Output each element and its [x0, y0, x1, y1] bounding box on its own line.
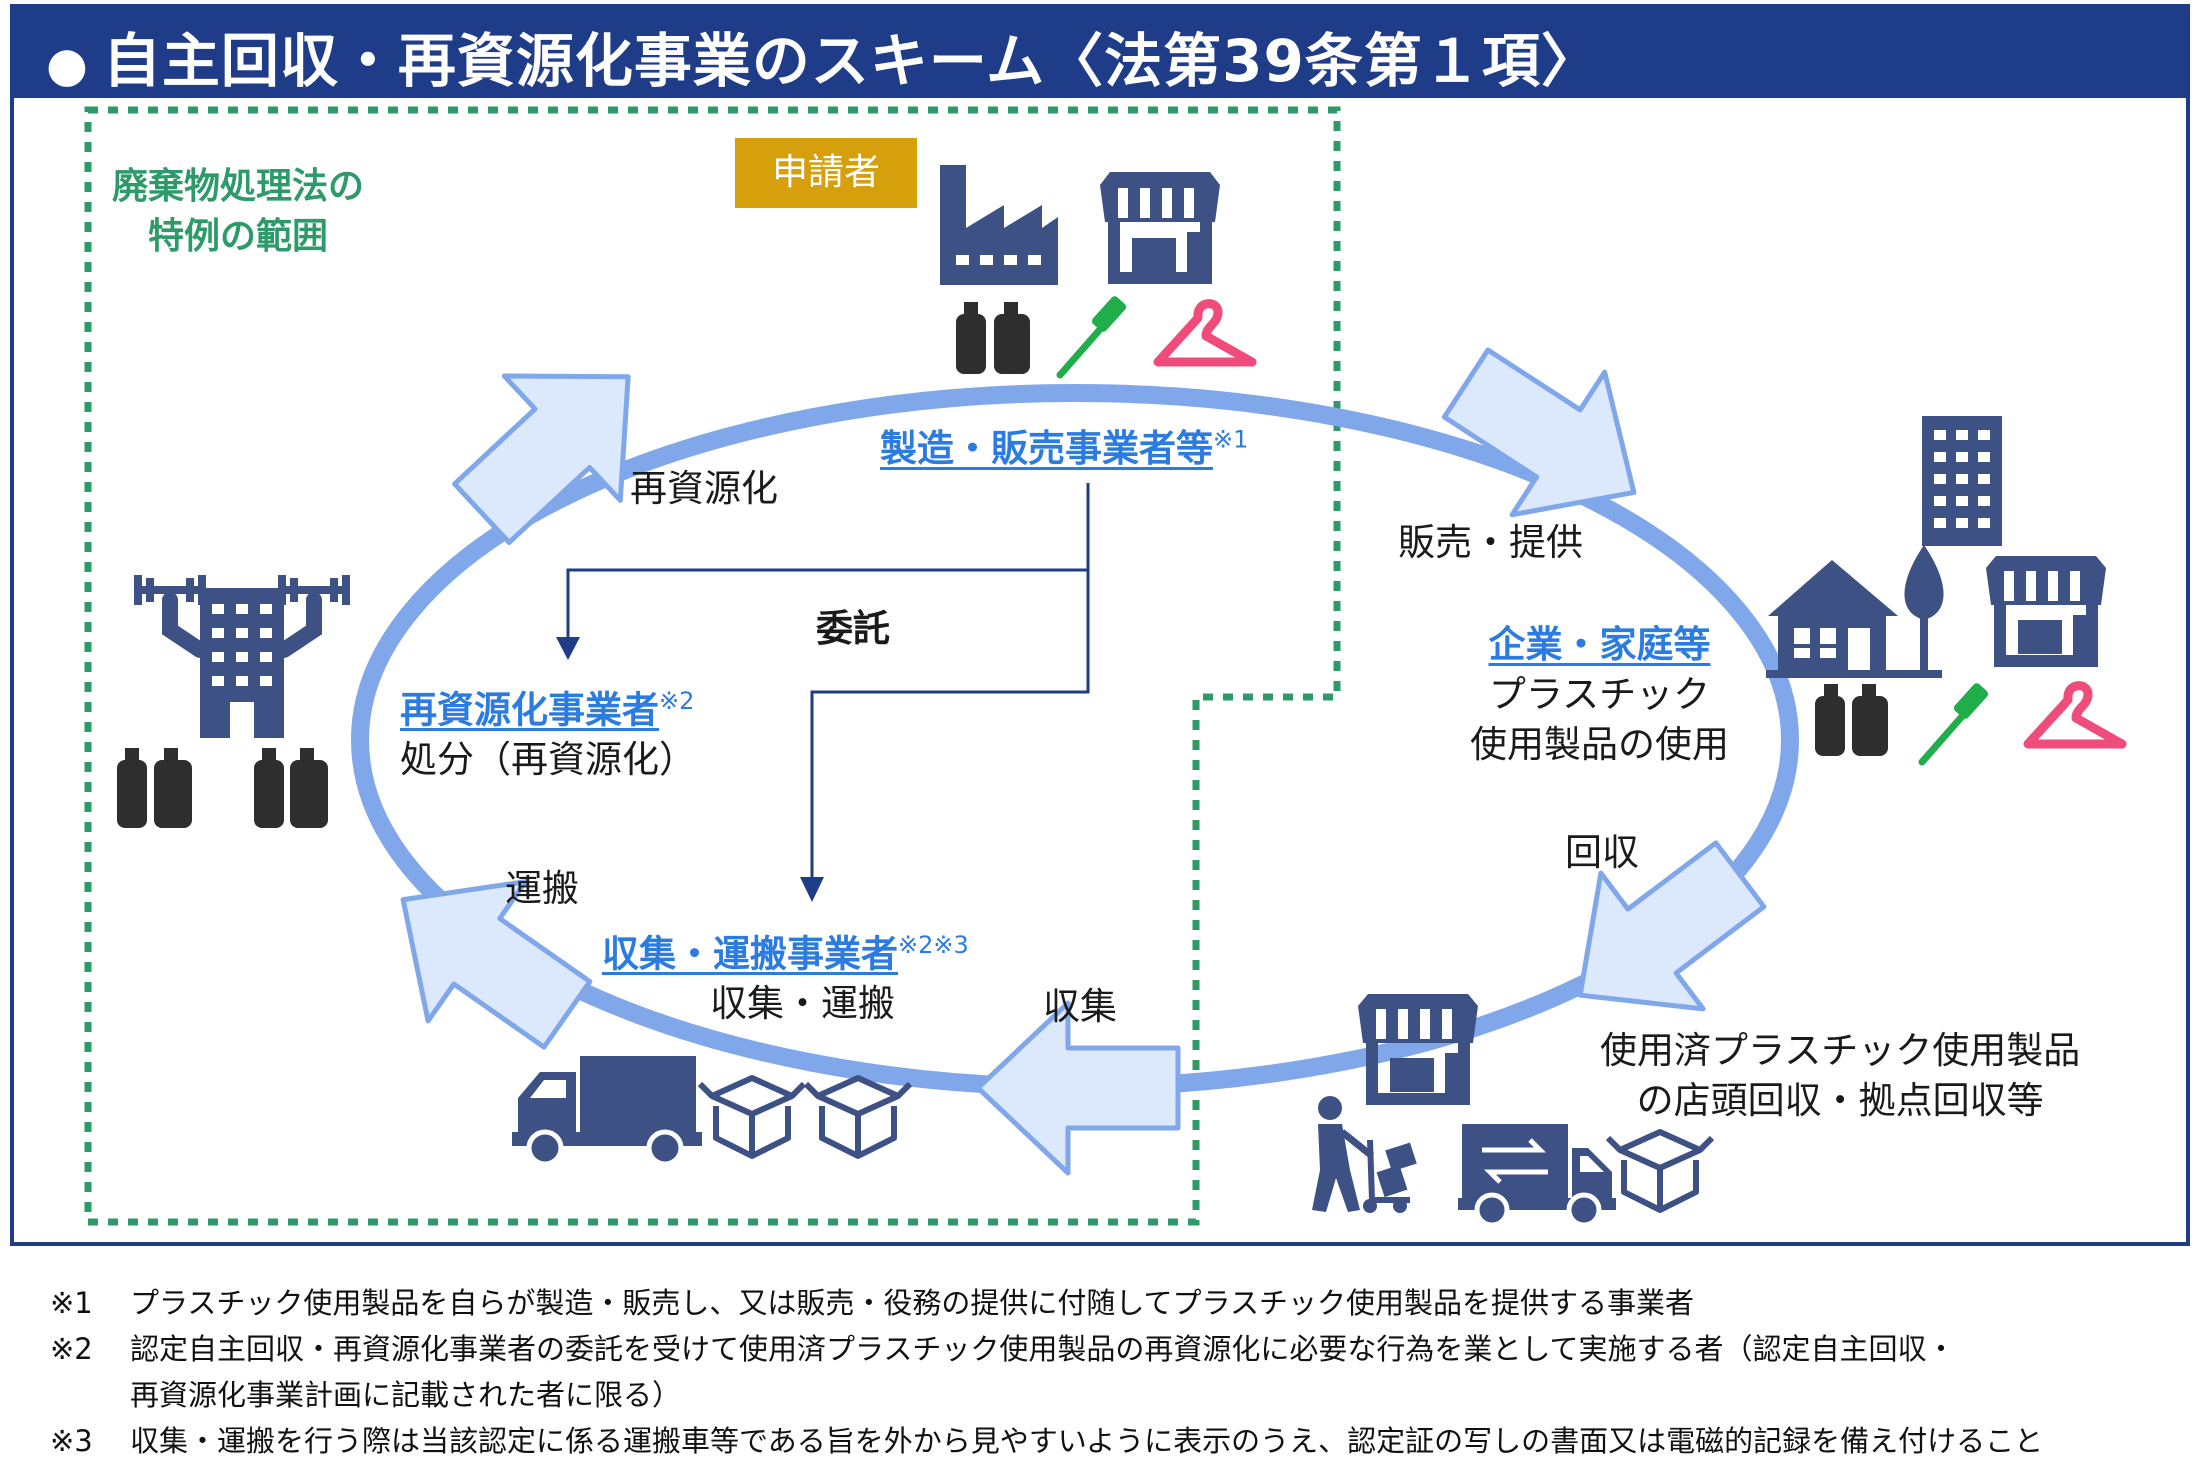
manufacturer-node: 製造・販売事業者等※1 [880, 425, 1249, 470]
arrowhead-to-collector [800, 877, 824, 902]
footnote-1: ※1 プラスチック使用製品を自らが製造・販売し、又は販売・役務の提供に付随してプ… [50, 1286, 1694, 1320]
tree-icon [1904, 545, 1944, 670]
store-icon-right [1986, 556, 2106, 667]
bullet-icon: ● [46, 37, 89, 93]
footnote-2-continued: 再資源化事業計画に記載された者に限る） [130, 1378, 682, 1412]
factory-icon [940, 165, 1058, 285]
store-icon-bottom [1358, 994, 1478, 1105]
footnotes: ※1 プラスチック使用製品を自らが製造・販売し、又は販売・役務の提供に付随してプ… [50, 1280, 2170, 1464]
toothbrush-icon-right [1918, 683, 1989, 766]
footnote-2: ※2 認定自主回収・再資源化事業者の委託を受けて使用済プラスチック使用製品の再資… [50, 1332, 1956, 1366]
arrow-return [1577, 840, 1767, 1012]
box-icon-3 [1605, 1129, 1715, 1213]
bottles-icon-right [1815, 684, 1888, 756]
office-building-icon [1922, 416, 2002, 546]
truck-icon [512, 1056, 702, 1167]
hanger-icon-right [2023, 681, 2127, 749]
scheme-diagram [84, 106, 2127, 1228]
arrow-sale [1441, 347, 1637, 518]
bottles-icon-left [117, 748, 328, 828]
entrust-connectors [566, 483, 1090, 880]
box-icon-2 [803, 1075, 913, 1159]
applicant-badge: 申請者 [735, 138, 917, 208]
page-title: ●自主回収・再資源化事業のスキーム〈法第39条第１項〉 [46, 27, 1600, 95]
exchange-truck-icon [1458, 1124, 1616, 1228]
arrow-recycling [452, 373, 631, 545]
header-bar [10, 4, 2190, 98]
label-return: 回収 [1565, 831, 1639, 874]
recycling-plant-icon [134, 575, 350, 738]
collector-node: 収集・運搬事業者※2※3 収集・運搬 [602, 931, 969, 1026]
arrowhead-to-recycler [556, 637, 580, 660]
special-scope-boundary [84, 106, 1341, 1226]
special-scope-label: 廃棄物処理法の 特例の範囲 [112, 166, 365, 257]
label-recycling: 再資源化 [630, 467, 778, 510]
worker-cart-icon [1312, 1096, 1417, 1213]
bottles-icon [956, 302, 1030, 374]
label-transport: 運搬 [505, 867, 579, 910]
toothbrush-icon [1056, 296, 1127, 379]
arrow-collection [975, 1000, 1181, 1176]
arrow-transport [400, 879, 593, 1050]
box-icon [697, 1075, 807, 1159]
footnote-3: ※3 収集・運搬を行う際は当該認定に係る運搬車等である旨を外から見やすいように表… [50, 1424, 2044, 1458]
label-collection: 収集 [1043, 985, 1117, 1028]
label-sale: 販売・提供 [1398, 521, 1583, 564]
house-icon [1766, 560, 1942, 678]
label-entrust: 委託 [816, 607, 890, 650]
hanger-icon [1153, 299, 1257, 367]
store-collection-label: 使用済プラスチック使用製品 の店頭回収・拠点回収等 [1600, 1029, 2081, 1122]
consumer-node: 企業・家庭等 プラスチック 使用製品の使用 [1470, 623, 1729, 766]
store-icon [1100, 172, 1220, 284]
recycler-node: 再資源化事業者※2 処分（再資源化） [400, 687, 696, 782]
